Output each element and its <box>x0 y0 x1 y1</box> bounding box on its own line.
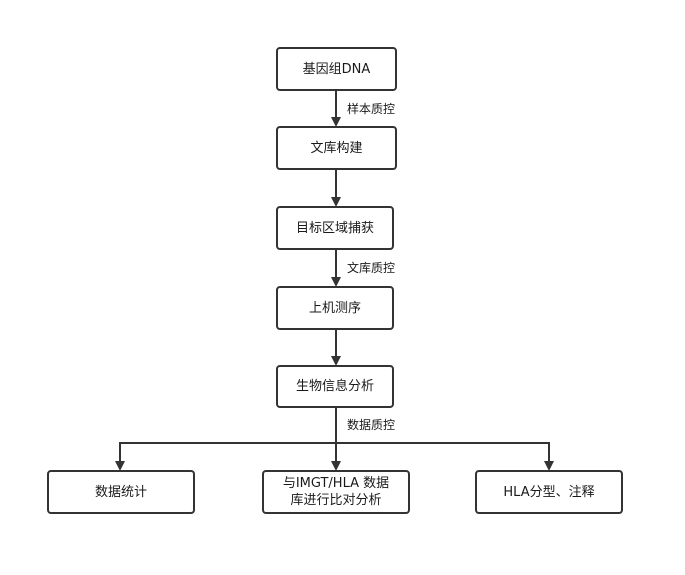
node-imgt-compare: 与IMGT/HLA 数据 库进行比对分析 <box>262 470 410 514</box>
node-hla-typing-text: HLA分型、注释 <box>503 484 595 500</box>
node-sequencing-text: 上机测序 <box>308 300 361 316</box>
node-bioinformatics: 生物信息分析 <box>276 365 394 408</box>
node-genomic-dna-text: 基因组DNA <box>302 61 371 77</box>
node-sequencing: 上机测序 <box>276 286 394 330</box>
node-genomic-dna: 基因组DNA <box>276 47 397 91</box>
node-target-capture-text: 目标区域捕获 <box>295 220 374 236</box>
node-data-statistics-text: 数据统计 <box>94 484 147 500</box>
edge-label-library-qc: 文库质控 <box>347 261 396 275</box>
edge-label-data-qc: 数据质控 <box>347 418 396 432</box>
edge-label-sample-qc: 样本质控 <box>347 102 396 116</box>
node-target-capture: 目标区域捕获 <box>276 206 394 250</box>
node-imgt-compare-text-line1: 与IMGT/HLA 数据 <box>282 476 390 491</box>
node-imgt-compare-text-line2: 库进行比对分析 <box>290 493 382 508</box>
node-bioinformatics-text: 生物信息分析 <box>295 379 374 394</box>
node-library-construction: 文库构建 <box>276 126 397 170</box>
node-library-construction-text: 文库构建 <box>310 140 363 156</box>
node-hla-typing: HLA分型、注释 <box>475 470 623 514</box>
node-data-statistics: 数据统计 <box>47 470 195 514</box>
